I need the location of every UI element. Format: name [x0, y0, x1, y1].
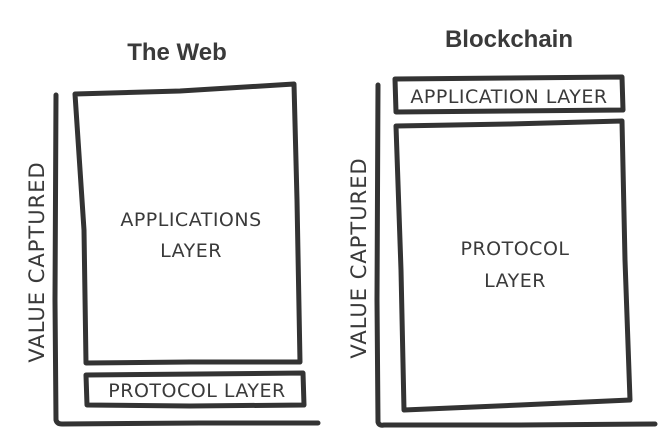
blockchain-application-label: APPLICATION LAYER [410, 86, 607, 108]
blockchain-title: Blockchain [445, 26, 573, 53]
web-title: The Web [127, 39, 227, 66]
web-protocol-layer-box [83, 370, 307, 409]
blockchain-axis [374, 82, 658, 428]
web-axis [52, 92, 321, 427]
blockchain-protocol-layer-box [393, 118, 633, 413]
web-applications-label-line1: APPLICATIONS [120, 209, 261, 231]
blockchain-axis-label: VALUE CAPTURED [347, 157, 371, 358]
blockchain-panel: Blockchain VALUE CAPTURED APPLICATION LA… [347, 26, 658, 428]
web-applications-layer-box [72, 81, 303, 366]
blockchain-protocol-label-line1: PROTOCOL [461, 238, 570, 260]
web-protocol-label: PROTOCOL LAYER [108, 380, 285, 402]
web-applications-label-line2: LAYER [160, 240, 222, 262]
blockchain-application-layer-box [392, 74, 626, 115]
web-panel: The Web VALUE CAPTURED APPLICATIONS LAYE… [25, 39, 321, 427]
blockchain-protocol-label-line2: LAYER [484, 270, 546, 292]
web-axis-label: VALUE CAPTURED [25, 161, 49, 362]
